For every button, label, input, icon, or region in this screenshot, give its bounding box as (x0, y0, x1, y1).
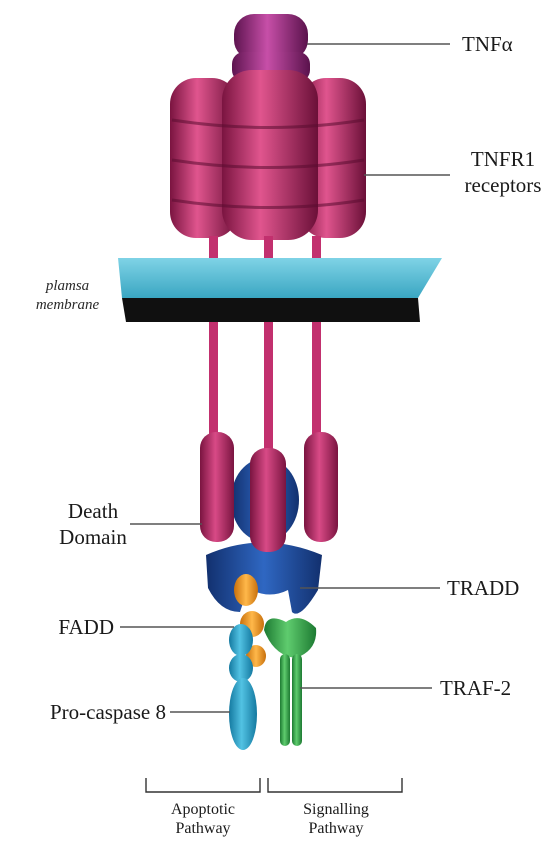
pathway-brackets (146, 778, 402, 792)
traf2-label: TRAF-2 (440, 675, 511, 701)
receptor-stalks-intracellular (209, 322, 321, 450)
signalling-label-line2: Pathway (270, 819, 402, 838)
membrane-label-line2: membrane (10, 296, 125, 315)
tnfr1-label-line2: receptors (455, 172, 551, 198)
tnfr1-label-line1: TNFR1 (455, 146, 551, 172)
apoptotic-label-line1: Apoptotic (146, 800, 260, 819)
tradd-label: TRADD (447, 575, 519, 601)
traf2-protein (264, 618, 316, 746)
signalling-label-line1: Signalling (270, 800, 402, 819)
tnfr1-receptors-label: TNFR1 receptors (455, 146, 551, 198)
apoptotic-pathway-label: Apoptotic Pathway (146, 800, 260, 838)
membrane-label-line1: plamsa (10, 277, 125, 296)
procaspase-8-label: Pro-caspase 8 (0, 699, 166, 725)
signalling-pathway-label: Signalling Pathway (270, 800, 402, 838)
tnf-alpha-label: TNFα (462, 31, 513, 57)
procaspase-8-protein (229, 624, 257, 750)
death-domain-label: Death Domain (48, 498, 138, 550)
plasma-membrane (118, 258, 442, 322)
fadd-label: FADD (20, 614, 114, 640)
death-domains (200, 432, 338, 552)
tnfr1-receptor-trimer (170, 70, 366, 240)
apoptotic-label-line2: Pathway (146, 819, 260, 838)
death-domain-label-line1: Death (48, 498, 138, 524)
plasma-membrane-label: plamsa membrane (10, 277, 125, 315)
death-domain-label-line2: Domain (48, 524, 138, 550)
